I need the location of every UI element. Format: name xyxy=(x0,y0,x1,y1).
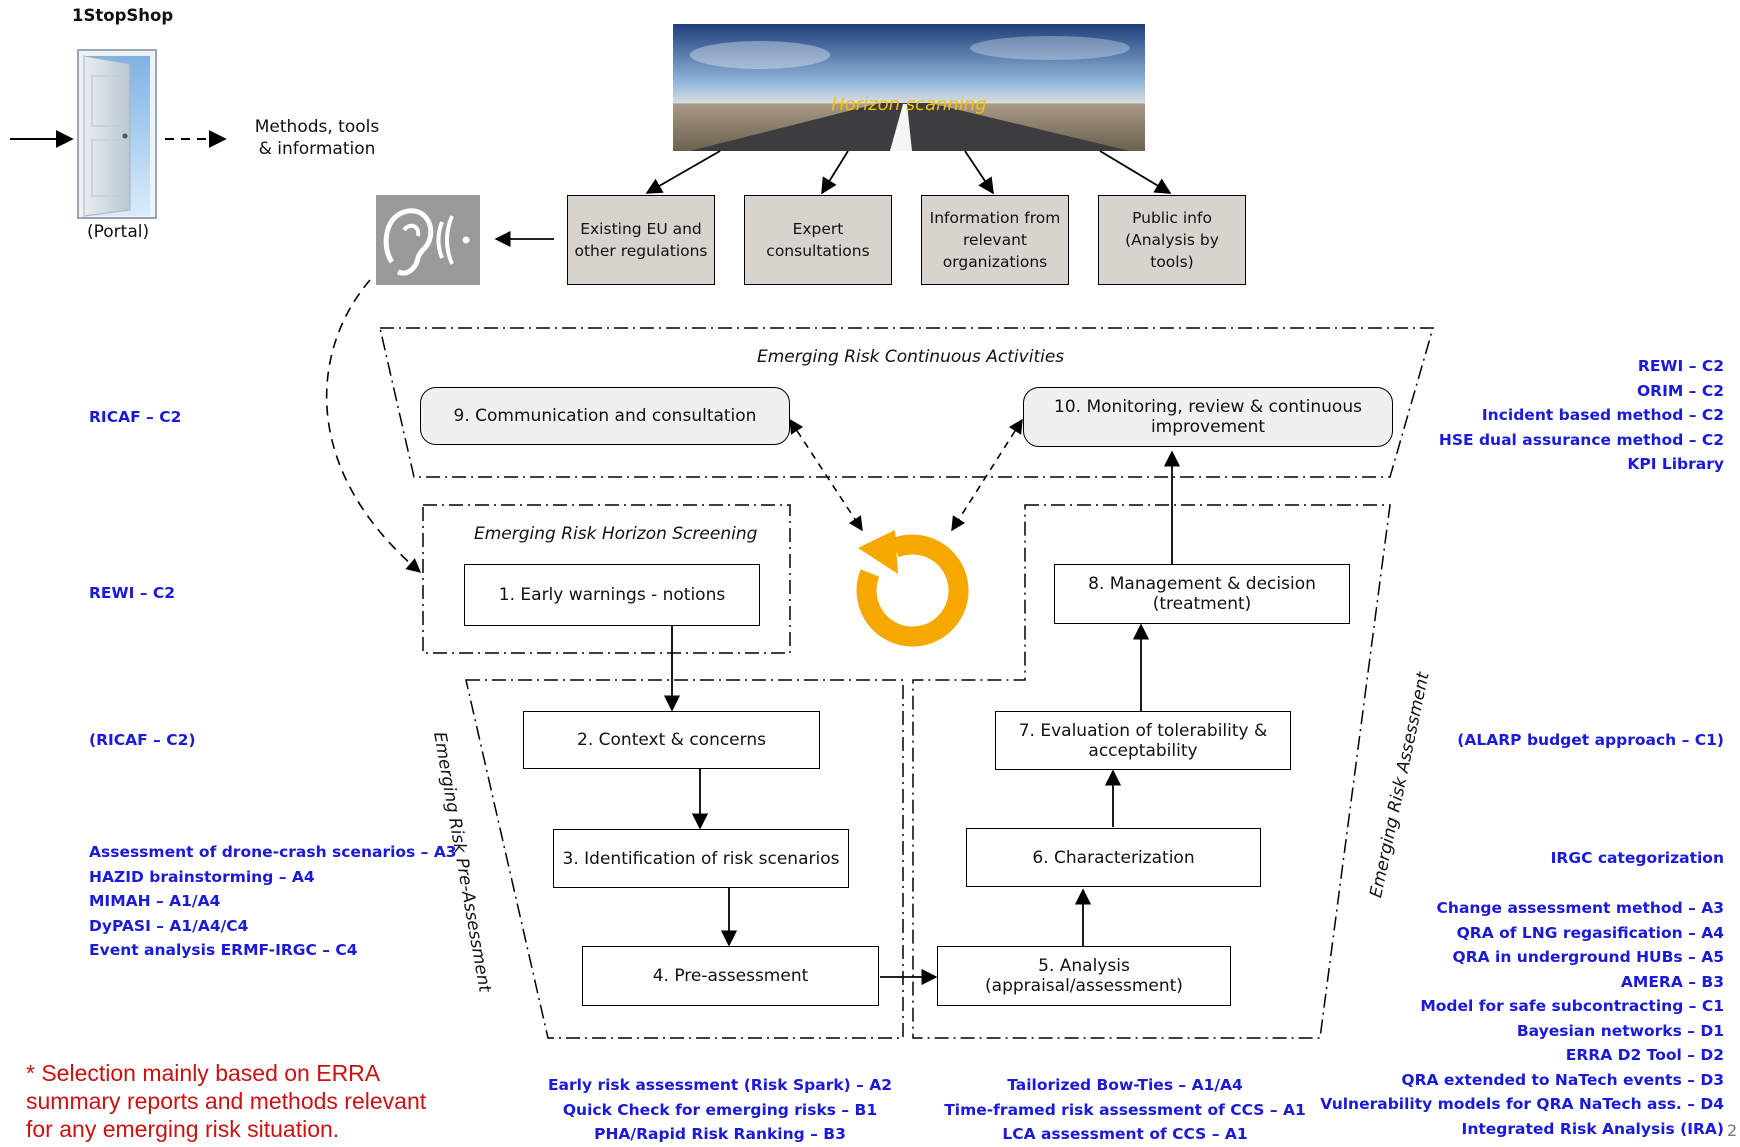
step-4-pre-assessment: 4. Pre-assessment xyxy=(582,946,879,1006)
list-item: Early risk assessment (Risk Spark) – A2 xyxy=(547,1076,893,1094)
left-methods-list: Assessment of drone-crash scenarios – A3… xyxy=(89,840,457,963)
method-irgc: IRGC categorization xyxy=(1550,849,1724,867)
list-item: Incident based method – C2 xyxy=(1481,406,1724,424)
list-item: Assessment of drone-crash scenarios – A3 xyxy=(89,843,457,861)
list-item: AMERA – B3 xyxy=(1620,972,1724,991)
list-item: Bayesian networks – D1 xyxy=(1516,1021,1724,1040)
step-1-early-warnings: 1. Early warnings - notions xyxy=(464,564,760,626)
app-title: 1StopShop xyxy=(72,6,174,25)
list-item: Tailorized Bow-Ties – A1/A4 xyxy=(1007,1076,1243,1094)
step-6-characterization: 6. Characterization xyxy=(966,828,1261,887)
method-rewi-left: REWI – C2 xyxy=(89,584,176,602)
list-item: Model for safe subcontracting – C1 xyxy=(1420,997,1724,1015)
page-number: 2 xyxy=(1727,1121,1738,1140)
portal-label: (Portal) xyxy=(87,222,150,242)
list-item: Change assessment method – A3 xyxy=(1436,899,1724,917)
list-item: REWI – C2 xyxy=(1637,357,1724,375)
source-expert-consultations: Expert consultations xyxy=(744,195,892,285)
list-item: MIMAH – A1/A4 xyxy=(89,892,221,910)
list-item: DyPASI – A1/A4/C4 xyxy=(89,916,249,935)
list-item: QRA of LNG regasification – A4 xyxy=(1456,923,1724,942)
method-ricaf: RICAF – C2 xyxy=(89,408,182,426)
list-item: Quick Check for emerging risks – B1 xyxy=(562,1100,878,1119)
horizon-label: Horizon scanning xyxy=(831,94,987,115)
step-7-evaluation: 7. Evaluation of tolerability & acceptab… xyxy=(995,711,1291,770)
list-item: ERRA D2 Tool – D2 xyxy=(1565,1046,1724,1064)
list-item: Event analysis ERMF-IRGC – C4 xyxy=(89,941,358,959)
step-10-monitoring: 10. Monitoring, review & continuous impr… xyxy=(1023,387,1393,447)
refresh-cycle-icon xyxy=(856,530,969,647)
listening-ear-icon xyxy=(376,195,480,285)
region-pre xyxy=(465,679,904,1039)
bottom-methods-left: Early risk assessment (Risk Spark) – A2 … xyxy=(520,1073,920,1147)
source-eu-regulations: Existing EU and other regulations xyxy=(567,195,715,285)
region-screening xyxy=(422,504,791,654)
list-item: QRA in underground HUBs – A5 xyxy=(1452,948,1724,966)
region-screening-label: Emerging Risk Horizon Screening xyxy=(474,524,758,544)
door-icon xyxy=(77,49,157,219)
list-item: HAZID brainstorming – A4 xyxy=(89,867,315,886)
list-item: KPI Library xyxy=(1627,455,1724,473)
footnote: * Selection mainly based on ERRA summary… xyxy=(26,1060,427,1142)
source-relevant-organizations: Information from relevant organizations xyxy=(921,195,1069,285)
list-item: PHA/Rapid Risk Ranking – B3 xyxy=(594,1125,846,1143)
list-item: Vulnerability models for QRA NaTech ass.… xyxy=(1320,1095,1724,1113)
region-assessment xyxy=(912,504,1391,1039)
list-item: LCA assessment of CCS – A1 xyxy=(1002,1125,1248,1143)
horizon-road-image xyxy=(673,24,1145,151)
region-continuous xyxy=(379,327,1434,478)
step-3-identification: 3. Identification of risk scenarios xyxy=(553,829,849,888)
source-public-info: Public info (Analysis by tools) xyxy=(1098,195,1246,285)
list-item: QRA extended to NaTech events – D3 xyxy=(1401,1070,1724,1089)
list-item: HSE dual assurance method – C2 xyxy=(1438,430,1724,449)
step-5-analysis: 5. Analysis (appraisal/assessment) xyxy=(937,946,1231,1006)
step-2-context: 2. Context & concerns xyxy=(523,711,820,769)
method-ricaf-paren: (RICAF – C2) xyxy=(89,731,196,749)
methods-tools-label: Methods, tools & information xyxy=(254,117,380,159)
method-alarp: (ALARP budget approach – C1) xyxy=(1457,731,1724,749)
list-item: Integrated Risk Analysis (IRA) xyxy=(1461,1119,1724,1138)
right-methods-list: Change assessment method – A3 QRA of LNG… xyxy=(1320,896,1724,1141)
step-9-communication: 9. Communication and consultation xyxy=(420,387,790,445)
bottom-methods-right: Tailorized Bow-Ties – A1/A4 Time-framed … xyxy=(925,1073,1325,1147)
step-8-management: 8. Management & decision (treatment) xyxy=(1054,564,1350,624)
region-continuous-label: Emerging Risk Continuous Activities xyxy=(757,347,1065,367)
right-methods-top: REWI – C2 ORIM – C2 Incident based metho… xyxy=(1439,354,1724,477)
list-item: ORIM – C2 xyxy=(1636,381,1724,400)
list-item: Time-framed risk assessment of CCS – A1 xyxy=(944,1100,1306,1119)
